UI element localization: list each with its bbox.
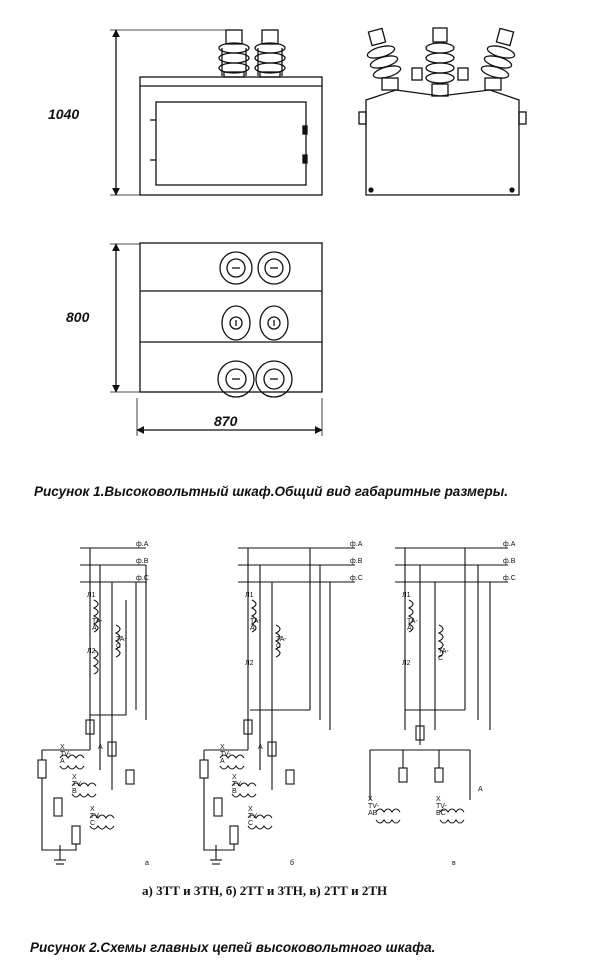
label-b-tv-b: X TV-B [232,774,243,795]
figure1-caption: Рисунок 1.Высоковольтный шкаф.Общий вид … [34,484,509,499]
phase-label-a-3: ф.С [136,575,149,582]
top-bushing-6 [255,360,293,398]
dimension-depth: 800 [66,309,90,325]
top-bushing-5 [217,360,255,398]
label-a-a: A [98,744,103,751]
schematic-b [199,547,355,865]
label-a-ta-c: TA-C [116,636,127,650]
label-c-a: A [478,786,483,793]
dimension-height: 1040 [48,106,80,122]
label-a-tag: а [145,860,149,867]
top-bushing-4 [259,305,289,341]
label-b-tag: б [290,860,295,867]
phase-label-b-3: ф.С [350,575,363,582]
label-a-tv-b: X TV-B [72,774,83,795]
label-a-tv-a: X TV-A [60,744,71,765]
front-insulator-right [254,29,286,78]
label-c-l1: Л1 [402,592,411,599]
schematic-c [369,547,508,824]
phase-label-c-3: ф.С [503,575,516,582]
label-b-a: A [258,744,263,751]
label-b-l1: Л1 [245,592,254,599]
label-b-tv-a: X TV-A [220,744,231,765]
label-c-l2: Л2 [402,660,411,667]
label-c-tv-ab: X TV-AB [368,796,379,817]
label-c-ta-c: TA-C [438,648,449,662]
label-b-ta-c: TA-C [276,636,287,650]
top-bushing-3 [221,305,251,341]
label-b-ta-a: TA-A [250,618,261,632]
side-insulator-right [480,27,516,91]
front-insulator-left [218,29,250,78]
phase-label-c-2: ф.В [503,558,516,565]
phase-label-b-2: ф.В [350,558,363,565]
figure2-caption: Рисунок 2.Схемы главных цепей высоковоль… [30,940,436,955]
side-insulator-center [411,27,469,97]
front-view [110,29,323,196]
figure2-subcaption: а) 3ТТ и 3ТН, б) 2ТТ и 3ТН, в) 2ТТ и 2ТН [142,883,388,898]
top-view [110,242,323,436]
label-c-tag: в [452,860,456,867]
label-a-l1: Л1 [87,592,96,599]
label-c-tv-bc: X TV-BC [436,796,447,817]
label-c-ta-a: TA-A [407,618,418,632]
top-bushing-2 [257,251,291,285]
phase-label-c-1: ф.А [503,541,516,548]
side-insulator-left [366,27,402,91]
side-view [358,27,527,196]
label-a-tv-c: X TV-C [90,806,101,827]
label-a-l2: Л2 [87,648,96,655]
schematic-a [37,547,147,865]
top-bushing-1 [219,251,253,285]
phase-label-a-1: ф.А [136,541,149,548]
label-a-ta-a: TA-A [92,618,103,632]
label-b-l2: Л2 [245,660,254,667]
phase-label-b-1: ф.А [350,541,363,548]
phase-label-a-2: ф.В [136,558,149,565]
dimension-width: 870 [214,413,238,429]
label-b-tv-c: X TV-C [248,806,259,827]
